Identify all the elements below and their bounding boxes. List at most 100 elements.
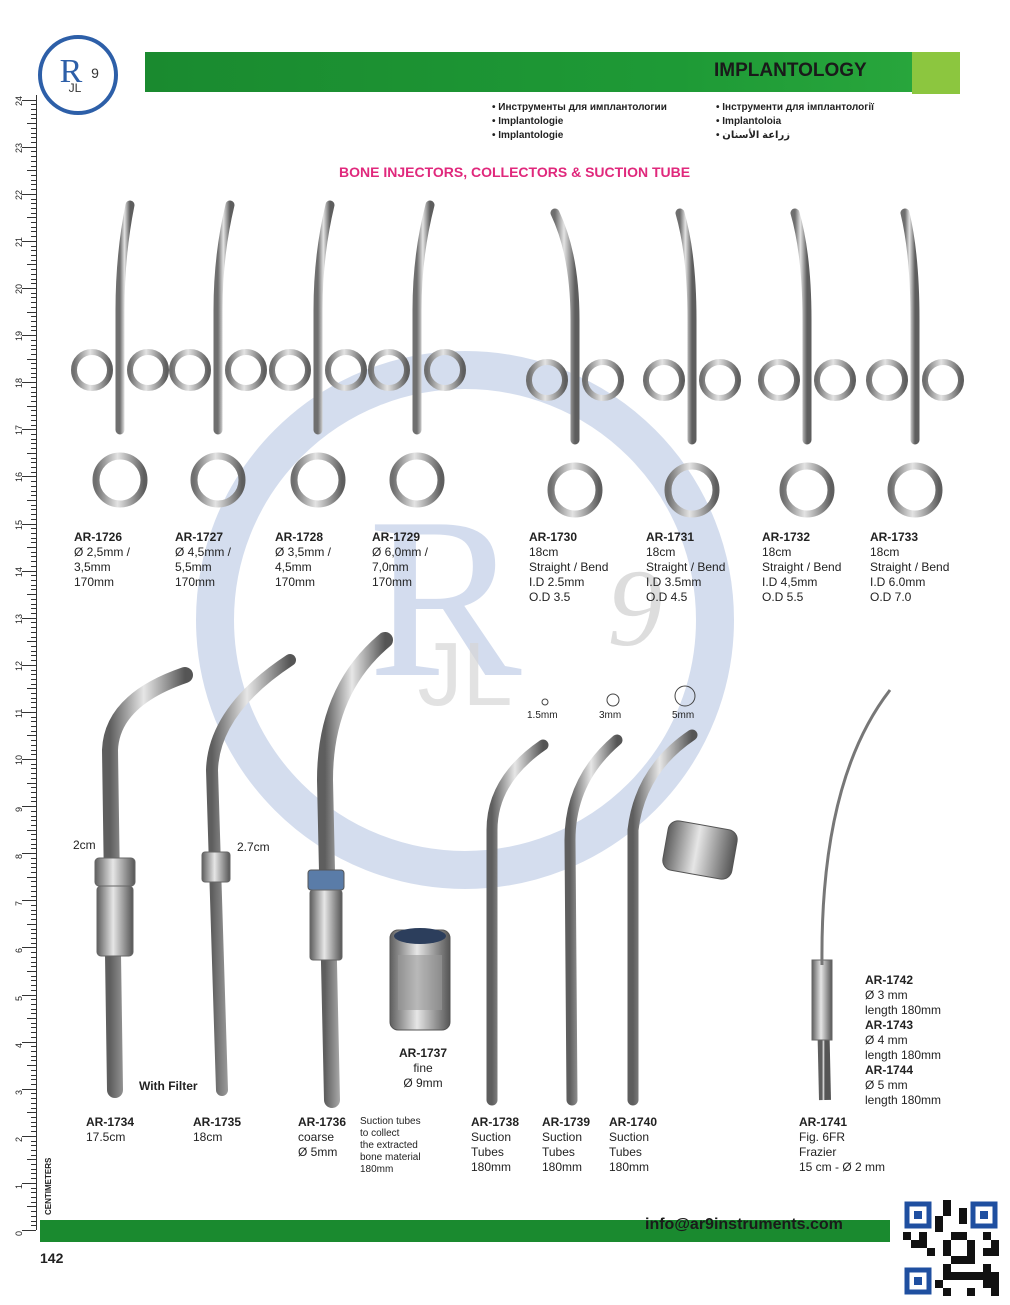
ar-1736-image [307, 632, 393, 1108]
ruler-tick [31, 518, 36, 520]
ruler-tick [31, 1032, 36, 1034]
ruler-tick [22, 429, 36, 431]
ruler-number: 13 [14, 613, 24, 624]
ruler-tick [31, 189, 36, 191]
ruler-tick [31, 999, 36, 1001]
lang-ar: • زراعة الأسنان [716, 130, 790, 141]
ruler-tick [31, 580, 36, 582]
ruler-tick [31, 1013, 36, 1015]
ruler-tick [31, 401, 36, 403]
ruler-tick [31, 415, 36, 417]
ruler-tick [31, 184, 36, 186]
ruler-tick [27, 1206, 36, 1208]
ruler-tick [31, 989, 36, 991]
ruler-tick [31, 245, 36, 247]
ruler-tick [31, 330, 36, 332]
size-label-1-5mm: 1.5mm [527, 710, 558, 721]
ruler-tick [31, 622, 36, 624]
ruler-tick [31, 1055, 36, 1057]
ruler-tick [31, 693, 36, 695]
ruler-tick [27, 264, 36, 266]
lang-ru: • Инструменты для имплантологии [492, 102, 667, 113]
page-title: IMPLANTOLOGY [714, 60, 867, 81]
ruler-tick [31, 636, 36, 638]
ruler-tick [31, 509, 36, 511]
instrument-image-5 [526, 208, 624, 518]
ruler-tick [22, 806, 36, 808]
ruler-tick [31, 707, 36, 709]
ruler-tick [31, 754, 36, 756]
ruler-tick [27, 499, 36, 501]
ruler-tick [31, 1164, 36, 1166]
ruler-tick [22, 288, 36, 289]
ruler-tick [22, 994, 36, 996]
ruler-tick [31, 113, 36, 115]
ruler-tick [31, 198, 36, 200]
ruler-tick [31, 905, 36, 906]
ruler-tick [31, 151, 36, 153]
ruler-number: 7 [14, 901, 24, 907]
ruler-tick [31, 165, 36, 167]
ruler-tick [27, 547, 36, 549]
lang-de: • Implantologie [492, 116, 564, 127]
ruler-tick [22, 1041, 36, 1043]
ruler-tick [31, 777, 36, 779]
ruler-tick [27, 1159, 36, 1161]
ruler-number: 14 [14, 566, 24, 577]
ruler-tick [31, 702, 36, 704]
ruler-tick [31, 942, 36, 944]
ruler-tick [31, 857, 36, 859]
ruler-tick [31, 339, 36, 341]
ruler-number: 3 [14, 1089, 24, 1095]
ruler-tick [27, 170, 36, 172]
size-circle-3mm [606, 693, 620, 707]
ruler-tick [27, 217, 36, 219]
ruler-tick [31, 1131, 36, 1133]
ruler-tick [31, 1178, 36, 1180]
ruler-number: 11 [14, 708, 24, 718]
ruler-tick [31, 584, 36, 586]
ruler-tick [31, 259, 36, 261]
ruler-tick [31, 236, 36, 238]
ruler-tick [27, 641, 36, 643]
ruler-tick [31, 645, 36, 647]
ruler-tick [27, 688, 36, 690]
instrument-image-7 [758, 208, 856, 518]
ruler-number: 17 [14, 425, 24, 436]
ruler-tick [31, 325, 36, 327]
ruler-tick [31, 316, 36, 318]
svg-text:JL: JL [69, 81, 82, 95]
ruler-tick [22, 1135, 36, 1137]
ruler-tick [31, 203, 36, 205]
ar-1740-image [627, 729, 738, 1106]
instrument-image-1 [71, 200, 169, 508]
logo: R 9 JL [38, 35, 118, 115]
ruler-tick [31, 985, 36, 987]
ruler-tick [22, 900, 36, 902]
ruler-tick [31, 1102, 36, 1104]
ruler-tick [31, 763, 36, 765]
ruler-number: 24 [14, 95, 24, 106]
qr-code [903, 1200, 999, 1296]
size-circle-1-5mm [541, 698, 549, 706]
instrument-image-3 [269, 200, 367, 508]
ruler-tick [31, 1116, 36, 1118]
ruler-tick [31, 928, 36, 930]
ruler-tick [22, 240, 36, 242]
ruler-tick [31, 966, 36, 968]
ruler-tick [22, 853, 36, 855]
ruler-tick [31, 537, 36, 539]
ruler-tick [27, 923, 36, 925]
ruler-tick [31, 471, 36, 473]
ruler-number: 15 [14, 519, 24, 530]
ruler-tick [31, 485, 36, 487]
ruler-number: 18 [14, 378, 24, 389]
ruler-tick [22, 711, 36, 713]
